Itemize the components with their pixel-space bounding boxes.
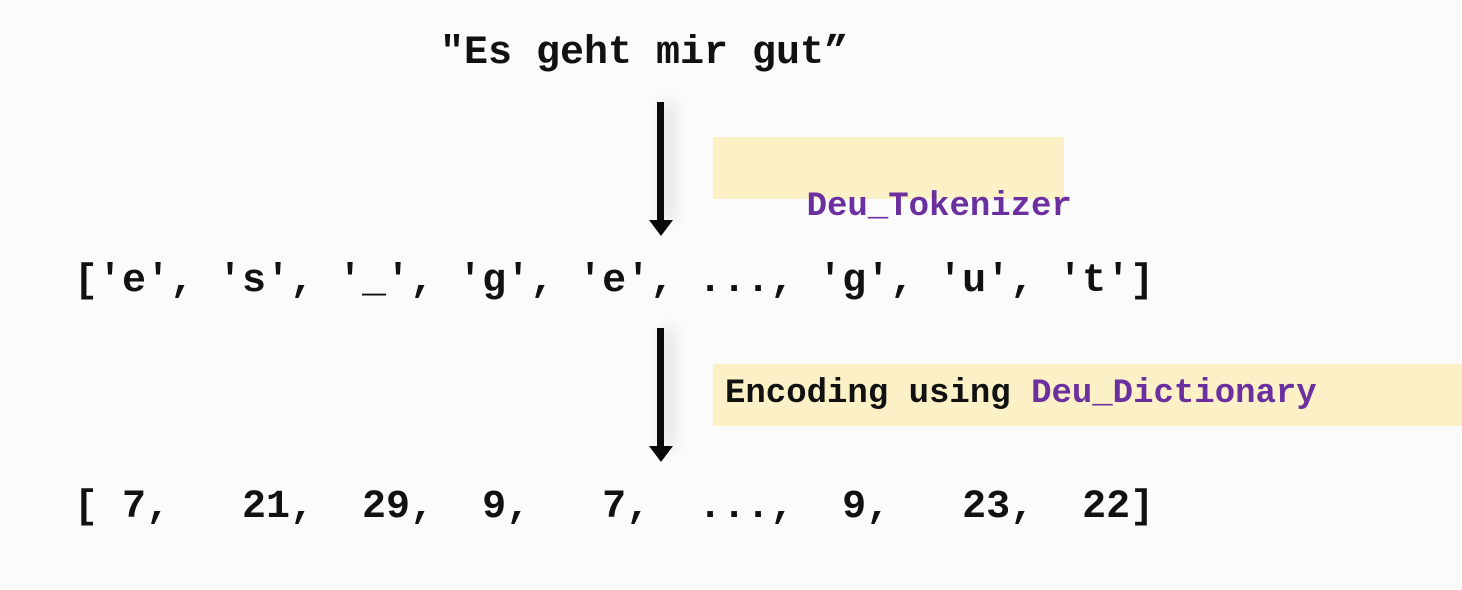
token-list: ['e', 's', '_', 'g', 'e', ..., 'g', 'u',… [74,259,1155,304]
encoding-label-box: Encoding using Deu_Dictionary [713,364,1462,426]
arrow-head [649,446,673,462]
input-sentence: "Es geht mir gut” [440,31,849,76]
arrow-shaft [657,328,664,448]
dictionary-name: Deu_Dictionary [1031,375,1317,413]
tokenizer-label-box: Deu_Tokenizer [713,137,1072,226]
tokenizer-name: Deu_Tokenizer [806,188,1072,226]
down-arrow-icon [645,102,677,236]
encoding-prefix: Encoding using [725,375,1032,413]
token-id-list: [ 7, 21, 29, 9, 7, ..., 9, 23, 22] [74,485,1155,530]
arrow-head [649,220,673,236]
arrow-shaft [657,102,664,222]
down-arrow-icon [645,328,677,462]
